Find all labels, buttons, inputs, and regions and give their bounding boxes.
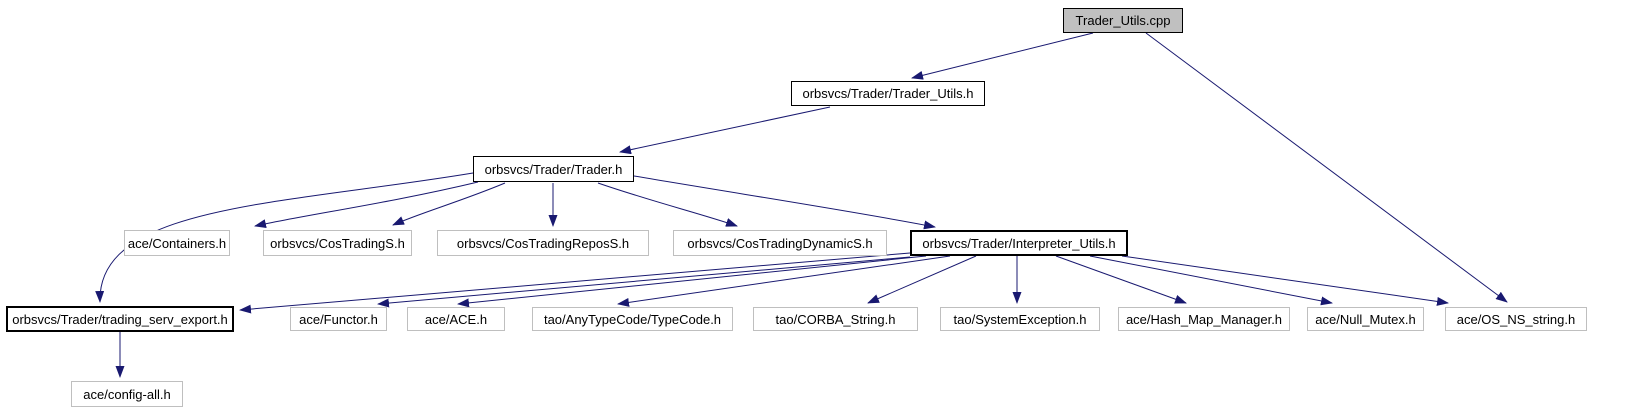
edge-interpreter-utils-h-to-functor-h — [377, 256, 911, 308]
edge-trader-h-to-containers-h — [254, 181, 479, 229]
edge-trader-h-to-interpreter-utils-h — [633, 175, 936, 230]
node-costradingreposs-h: orbsvcs/CosTradingReposS.h — [437, 230, 649, 256]
edge-interpreter-utils-h-to-typecode-h — [617, 255, 951, 307]
node-trading-serv-export-h[interactable]: orbsvcs/Trader/trading_serv_export.h — [6, 306, 234, 332]
node-null-mutex-h: ace/Null_Mutex.h — [1307, 307, 1424, 331]
edge-trader-h-to-trading-serv-export-h — [95, 172, 474, 303]
edge-trader-utils-cpp-to-trader-utils-h — [911, 32, 1094, 80]
edge-interpreter-utils-h-to-hash-map-manager-h — [1055, 255, 1187, 304]
node-costradings-h: orbsvcs/CosTradingS.h — [263, 230, 412, 256]
node-trader-utils-h[interactable]: orbsvcs/Trader/Trader_Utils.h — [791, 81, 985, 106]
node-functor-h: ace/Functor.h — [290, 307, 387, 331]
node-ace-h: ace/ACE.h — [407, 307, 505, 331]
node-interpreter-utils-h[interactable]: orbsvcs/Trader/Interpreter_Utils.h — [910, 230, 1128, 256]
node-systemexception-h: tao/SystemException.h — [940, 307, 1100, 331]
edge-interpreter-utils-h-to-trading-serv-export-h — [239, 252, 911, 314]
node-hash-map-manager-h: ace/Hash_Map_Manager.h — [1118, 307, 1290, 331]
edge-interpreter-utils-h-to-corba-string-h — [867, 255, 977, 304]
node-os-ns-string-h: ace/OS_NS_string.h — [1445, 307, 1587, 331]
node-typecode-h: tao/AnyTypeCode/TypeCode.h — [532, 307, 733, 331]
edge-interpreter-utils-h-to-os-ns-string-h — [1121, 255, 1449, 306]
node-costradingdynamics-h: orbsvcs/CosTradingDynamicS.h — [673, 230, 887, 256]
edge-interpreter-utils-h-to-null-mutex-h — [1089, 255, 1333, 306]
edge-trader-h-to-costradings-h — [392, 182, 506, 226]
node-corba-string-h: tao/CORBA_String.h — [753, 307, 918, 331]
edge-trader-h-to-costradingdynamics-h — [597, 182, 738, 227]
node-trader-utils-cpp: Trader_Utils.cpp — [1063, 8, 1183, 33]
node-config-all-h: ace/config-all.h — [71, 381, 183, 407]
node-trader-h[interactable]: orbsvcs/Trader/Trader.h — [473, 156, 634, 182]
node-containers-h: ace/Containers.h — [124, 230, 230, 256]
edge-trader-utils-cpp-to-os-ns-string-h — [1145, 32, 1508, 303]
edge-interpreter-utils-h-to-ace-h — [457, 255, 927, 308]
edge-trader-utils-h-to-trader-h — [619, 106, 831, 155]
